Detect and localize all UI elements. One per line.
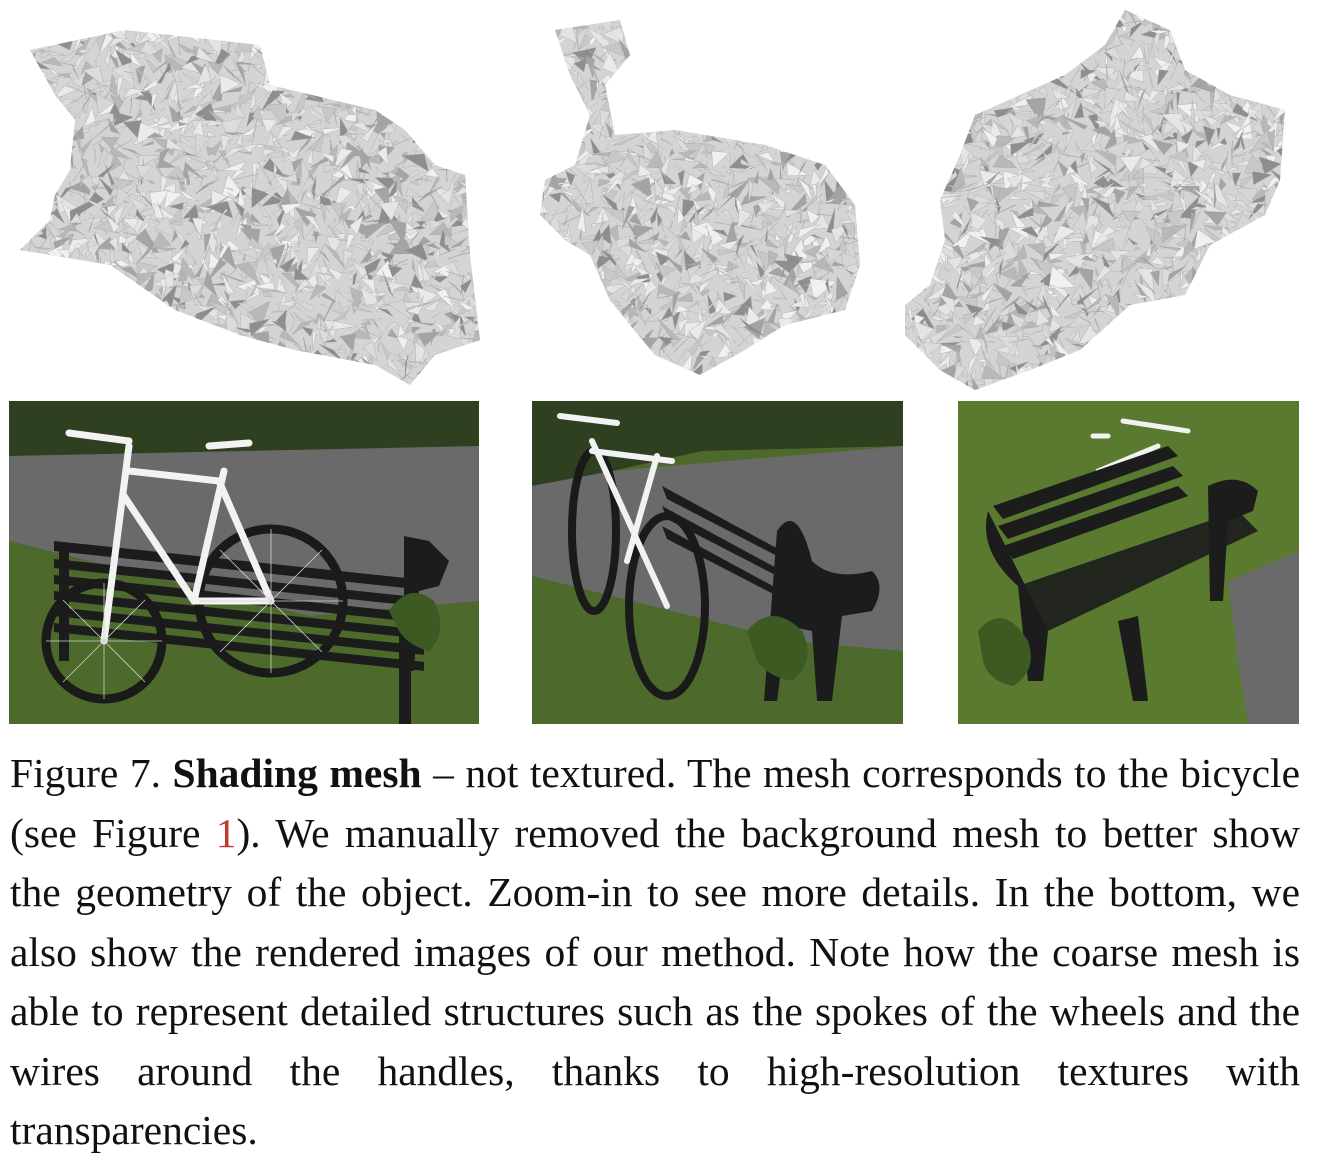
- figure-caption: Figure 7. Shading mesh – not textured. T…: [10, 744, 1300, 1161]
- mesh-left-svg: [20, 30, 480, 385]
- render-photo-left: [9, 401, 479, 724]
- caption-label: Figure 7.: [10, 750, 161, 796]
- photo-middle-svg: [532, 401, 903, 724]
- mesh-middle-svg: [540, 20, 860, 375]
- render-photo-middle: [532, 401, 903, 724]
- mesh-left-triangles: [20, 30, 480, 385]
- mesh-middle-triangles: [540, 20, 860, 375]
- bench-middle: [662, 486, 880, 701]
- figure-reference-link[interactable]: 1: [215, 809, 237, 856]
- mesh-render-middle: [535, 15, 865, 380]
- caption-text-1: – not textured. The mesh corresponds to …: [10, 750, 1300, 856]
- render-photo-right: [958, 401, 1299, 724]
- bench-right: [986, 446, 1258, 701]
- mesh-render-left: [15, 10, 485, 385]
- photo-left-svg: [9, 401, 479, 724]
- mesh-render-right: [900, 5, 1295, 390]
- caption-text-2: ). We manually removed the background me…: [10, 809, 1300, 1154]
- mesh-right-svg: [905, 10, 1285, 390]
- bike-spokes-left: [46, 529, 343, 699]
- bike-frame-middle: [557, 413, 675, 609]
- caption-bold-title: Shading mesh: [172, 750, 422, 796]
- photo-right-svg: [958, 401, 1299, 724]
- mesh-right-triangles: [905, 10, 1285, 390]
